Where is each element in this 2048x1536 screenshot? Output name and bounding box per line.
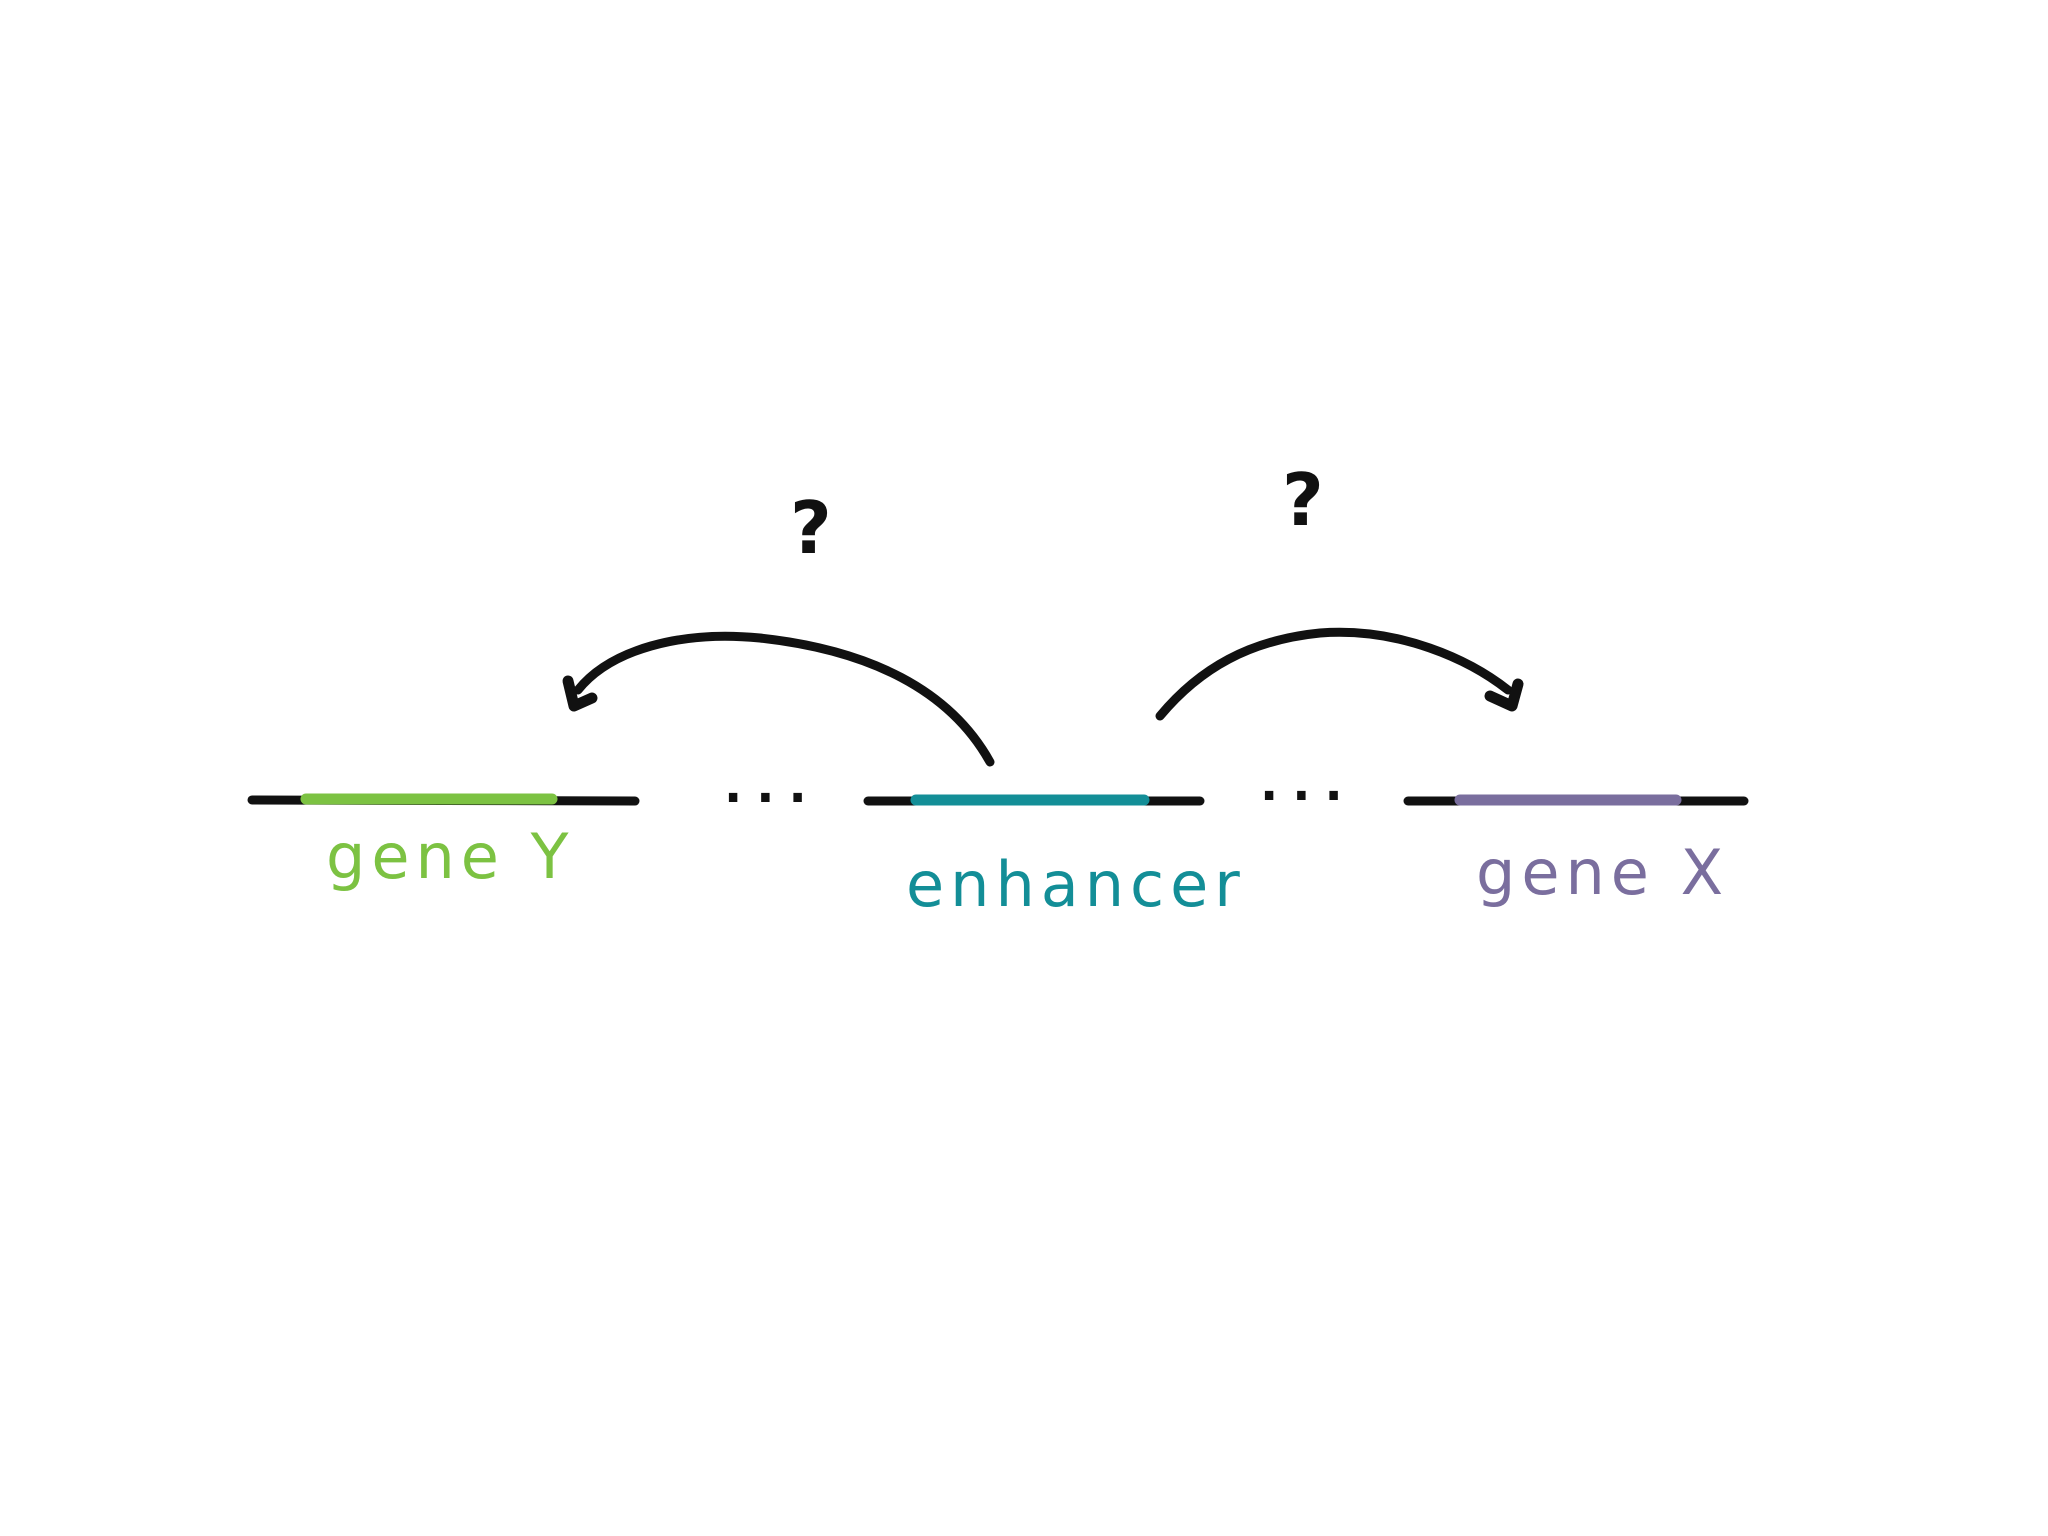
enhancer-label: enhancer <box>906 848 1246 921</box>
arrow-enhancer-to-gene-y <box>562 631 995 767</box>
arrow-curve-left <box>573 631 995 767</box>
gap-ellipsis-right: ... <box>1260 756 1357 812</box>
dna-strand-right <box>1403 794 1749 806</box>
question-mark-right: ? <box>1282 458 1324 542</box>
gene-x-label: gene X <box>1476 836 1730 909</box>
gene-y-label: gene Y <box>326 820 575 893</box>
arrowhead-right <box>1484 678 1524 712</box>
gap-ellipsis-left: ... <box>724 758 821 814</box>
arrow-enhancer-to-gene-x <box>1155 627 1524 721</box>
arrowhead-left <box>562 675 598 712</box>
arrow-curve-right <box>1155 627 1513 721</box>
dna-strand-left <box>247 793 640 806</box>
question-mark-left: ? <box>790 486 832 570</box>
dna-strand-middle <box>863 794 1205 806</box>
